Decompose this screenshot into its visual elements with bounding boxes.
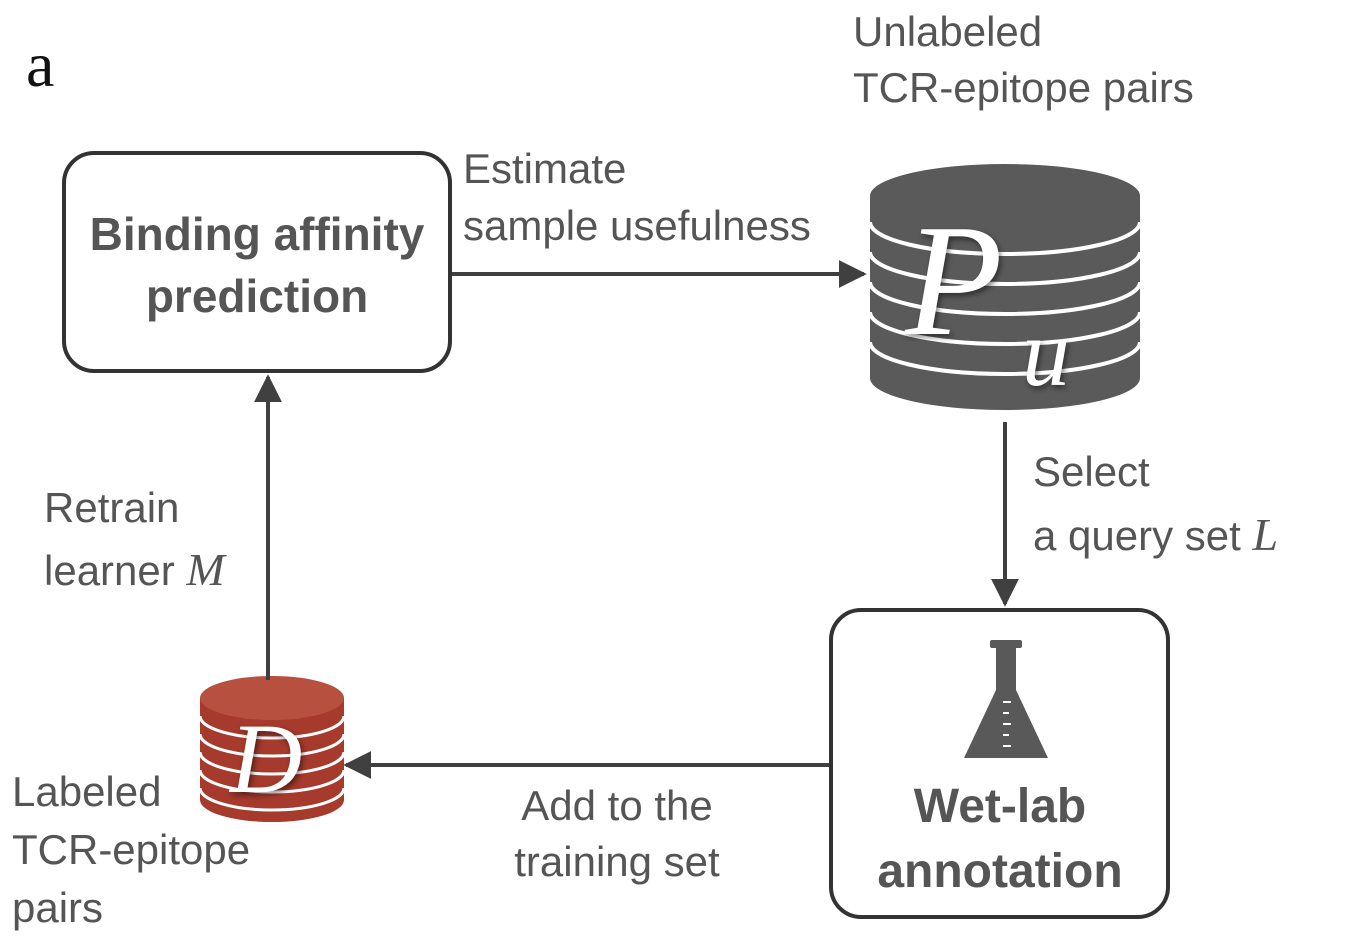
select-label-line2: a query set L — [1033, 509, 1278, 560]
labeled-database-icon: D — [198, 676, 346, 822]
retrain-label-line1: Retrain — [44, 484, 179, 531]
retrain-label-symbol: M — [185, 544, 227, 595]
select-label-text: a query set — [1033, 512, 1252, 559]
wetlab-label-line2: annotation — [877, 845, 1122, 898]
add-label-line2: training set — [514, 838, 720, 885]
select-label-line1: Select — [1033, 448, 1150, 495]
binding-affinity-label-line2: prediction — [146, 270, 368, 322]
unlabeled-db-subscript: u — [1022, 299, 1070, 406]
flask-icon — [964, 640, 1048, 758]
retrain-label-text: learner — [44, 547, 186, 594]
unlabeled-caption-line1: Unlabeled — [853, 8, 1042, 55]
unlabeled-database-icon: P u — [868, 164, 1142, 410]
unlabeled-caption-line2: TCR-epitope pairs — [853, 64, 1194, 111]
estimate-label-line2: sample usefulness — [463, 202, 811, 249]
labeled-caption-line2: TCR-epitope — [12, 826, 250, 873]
unlabeled-db-symbol: P — [904, 191, 1003, 369]
add-label-line1: Add to the — [521, 782, 712, 829]
wetlab-annotation-node: Wet-lab annotation — [829, 608, 1170, 919]
binding-affinity-label-line1: Binding affinity — [90, 208, 425, 260]
select-label-symbol: L — [1251, 509, 1278, 560]
labeled-caption-line1: Labeled — [12, 768, 161, 815]
labeled-caption-line3: pairs — [12, 884, 103, 931]
wetlab-label-line1: Wet-lab — [914, 780, 1086, 833]
estimate-label-line1: Estimate — [463, 145, 626, 192]
labeled-db-symbol: D — [228, 703, 302, 814]
binding-affinity-node: Binding affinity prediction — [62, 151, 452, 373]
panel-label: a — [26, 29, 54, 100]
retrain-label-line2: learner M — [44, 544, 227, 595]
